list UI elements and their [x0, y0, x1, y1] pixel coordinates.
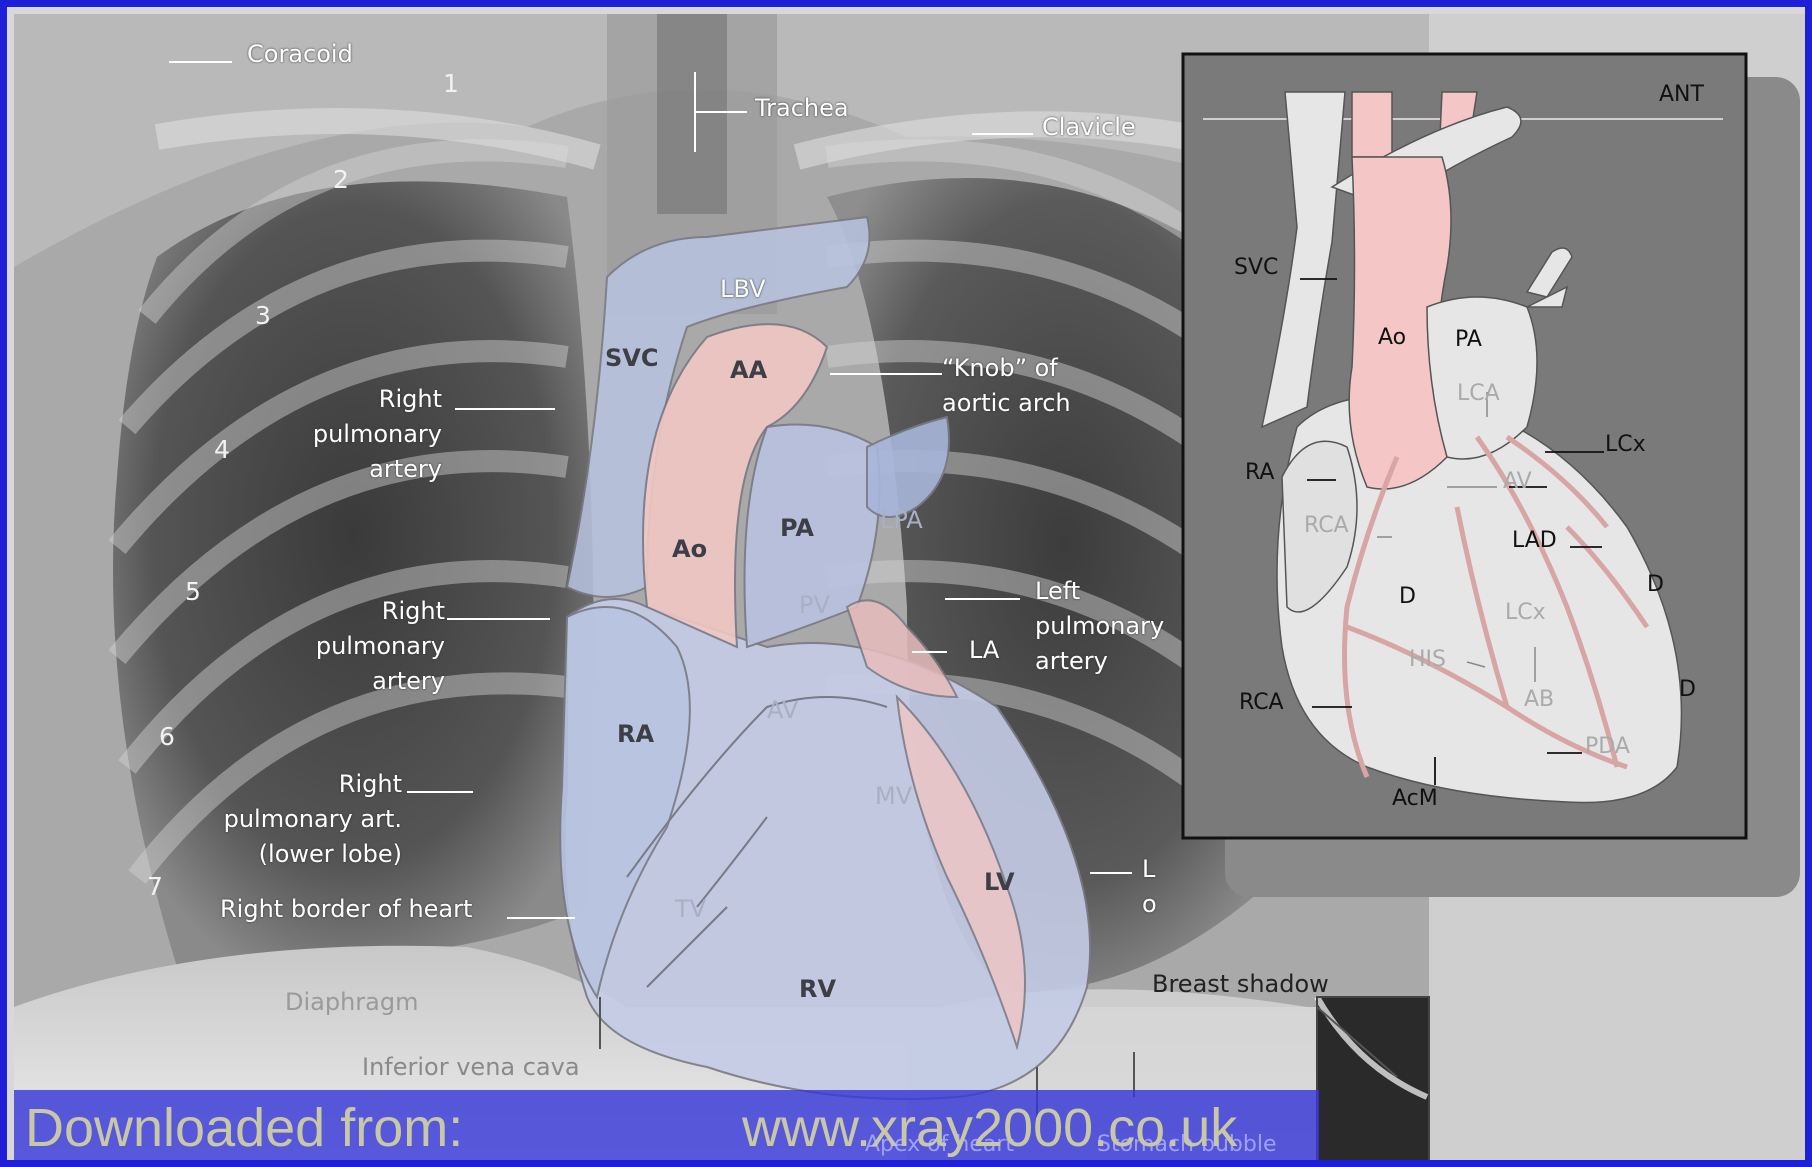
label-breast-shadow: Breast shadow	[1152, 967, 1329, 1002]
label-pa: PA	[780, 511, 814, 546]
label-pv: PV	[799, 588, 830, 623]
inset-label-acm: AcM	[1392, 786, 1438, 811]
inset-label-ant: ANT	[1659, 82, 1704, 107]
label-lpa: LPA	[880, 503, 923, 538]
label-lbv: LBV	[720, 272, 766, 307]
label-clavicle: Clavicle	[1042, 110, 1136, 145]
label-coracoid: Coracoid	[247, 37, 353, 72]
label-right-border-of-heart: Right border of heart	[220, 892, 472, 927]
label-inferior-vena-cava: Inferior vena cava	[362, 1050, 580, 1085]
rib-number-3: 3	[255, 301, 271, 330]
label-right-pulmonary-artery-2: Right pulmonary artery	[287, 594, 445, 699]
label-knob-aortic-arch: “Knob” of aortic arch	[942, 351, 1071, 421]
label-diaphragm: Diaphragm	[285, 985, 419, 1020]
label-right-pulmonary-artery-1: Right pulmonary artery	[287, 382, 442, 487]
inset-label-svc: SVC	[1234, 255, 1278, 280]
inset-label-d1: D	[1647, 572, 1664, 597]
rib-number-2: 2	[333, 165, 349, 194]
label-av: AV	[767, 693, 798, 728]
rib-number-6: 6	[159, 722, 175, 751]
label-svc: SVC	[605, 341, 658, 376]
label-rv: RV	[799, 972, 836, 1007]
rib-number-7: 7	[147, 872, 163, 901]
inset-label-d2: D	[1399, 584, 1416, 609]
inset-label-lad: LAD	[1512, 528, 1557, 553]
label-ra: RA	[617, 717, 654, 752]
label-right-pulmonary-artery-lower-lobe: Right pulmonary art. (lower lobe)	[197, 767, 402, 872]
inset-label-lcx-mid: LCx	[1505, 600, 1546, 625]
inset-label-av: AV	[1503, 469, 1532, 494]
label-trachea: Trachea	[755, 91, 849, 126]
label-tv: TV	[675, 892, 706, 927]
banner-url: www.xray2000.co.uk	[742, 1097, 1237, 1159]
rib-number-1: 1	[443, 69, 459, 98]
label-lo: L o	[1142, 852, 1157, 922]
inset-label-d3: D	[1679, 677, 1696, 702]
heart-inset-diagram	[7, 7, 1812, 1167]
inset-label-pa: PA	[1455, 327, 1482, 352]
inset-label-ra: RA	[1245, 460, 1274, 485]
inset-label-rca-mid: RCA	[1304, 513, 1349, 538]
label-left-pulmonary-artery: Left pulmonary artery	[1035, 574, 1164, 679]
rib-number-4: 4	[214, 435, 230, 464]
banner-downloaded-from: Downloaded from:	[25, 1097, 463, 1159]
inset-label-his: HIS	[1409, 647, 1446, 672]
label-ao: Ao	[672, 532, 707, 567]
inset-label-lcx-top: LCx	[1605, 432, 1646, 457]
label-aa: AA	[730, 353, 767, 388]
label-la: LA	[969, 633, 999, 668]
inset-label-rca-bottom: RCA	[1239, 690, 1284, 715]
inset-label-pda: PDA	[1585, 734, 1630, 759]
label-mv: MV	[875, 779, 912, 814]
inset-label-ao: Ao	[1378, 325, 1406, 350]
label-lv: LV	[984, 865, 1015, 900]
rib-number-5: 5	[185, 577, 201, 606]
inset-label-ab: AB	[1524, 687, 1554, 712]
inset-label-lca: LCA	[1457, 381, 1500, 406]
